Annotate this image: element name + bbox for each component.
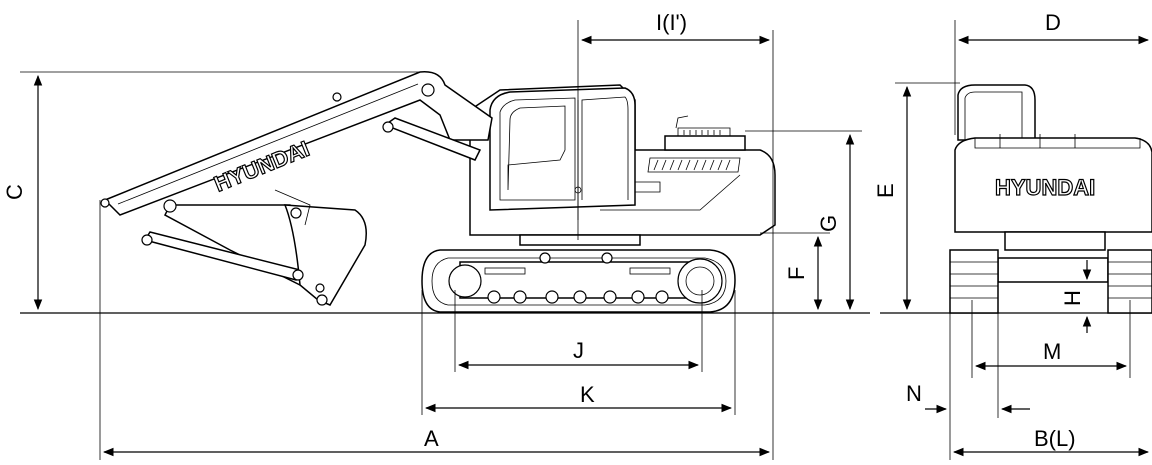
label-I: I(I') xyxy=(656,10,687,35)
excavator-side-view: HYUNDAI xyxy=(20,71,870,314)
dimension-lines xyxy=(20,20,1150,460)
label-C: C xyxy=(2,184,27,200)
label-B: B(L) xyxy=(1034,426,1076,451)
label-D: D xyxy=(1045,10,1061,35)
label-E: E xyxy=(873,183,898,198)
label-A: A xyxy=(424,426,439,451)
label-F: F xyxy=(784,267,809,280)
label-K: K xyxy=(580,382,595,407)
label-G: G xyxy=(816,215,841,232)
excavator-rear-view: HYUNDAI xyxy=(880,84,1152,314)
label-M: M xyxy=(1043,339,1061,364)
label-J: J xyxy=(573,338,584,363)
label-H: H xyxy=(1060,290,1085,306)
label-N: N xyxy=(906,381,922,406)
rear-brand-text: HYUNDAI xyxy=(995,175,1095,200)
dimension-labels: A C I(I') J K F G D E H M N B(L) xyxy=(2,10,1085,451)
